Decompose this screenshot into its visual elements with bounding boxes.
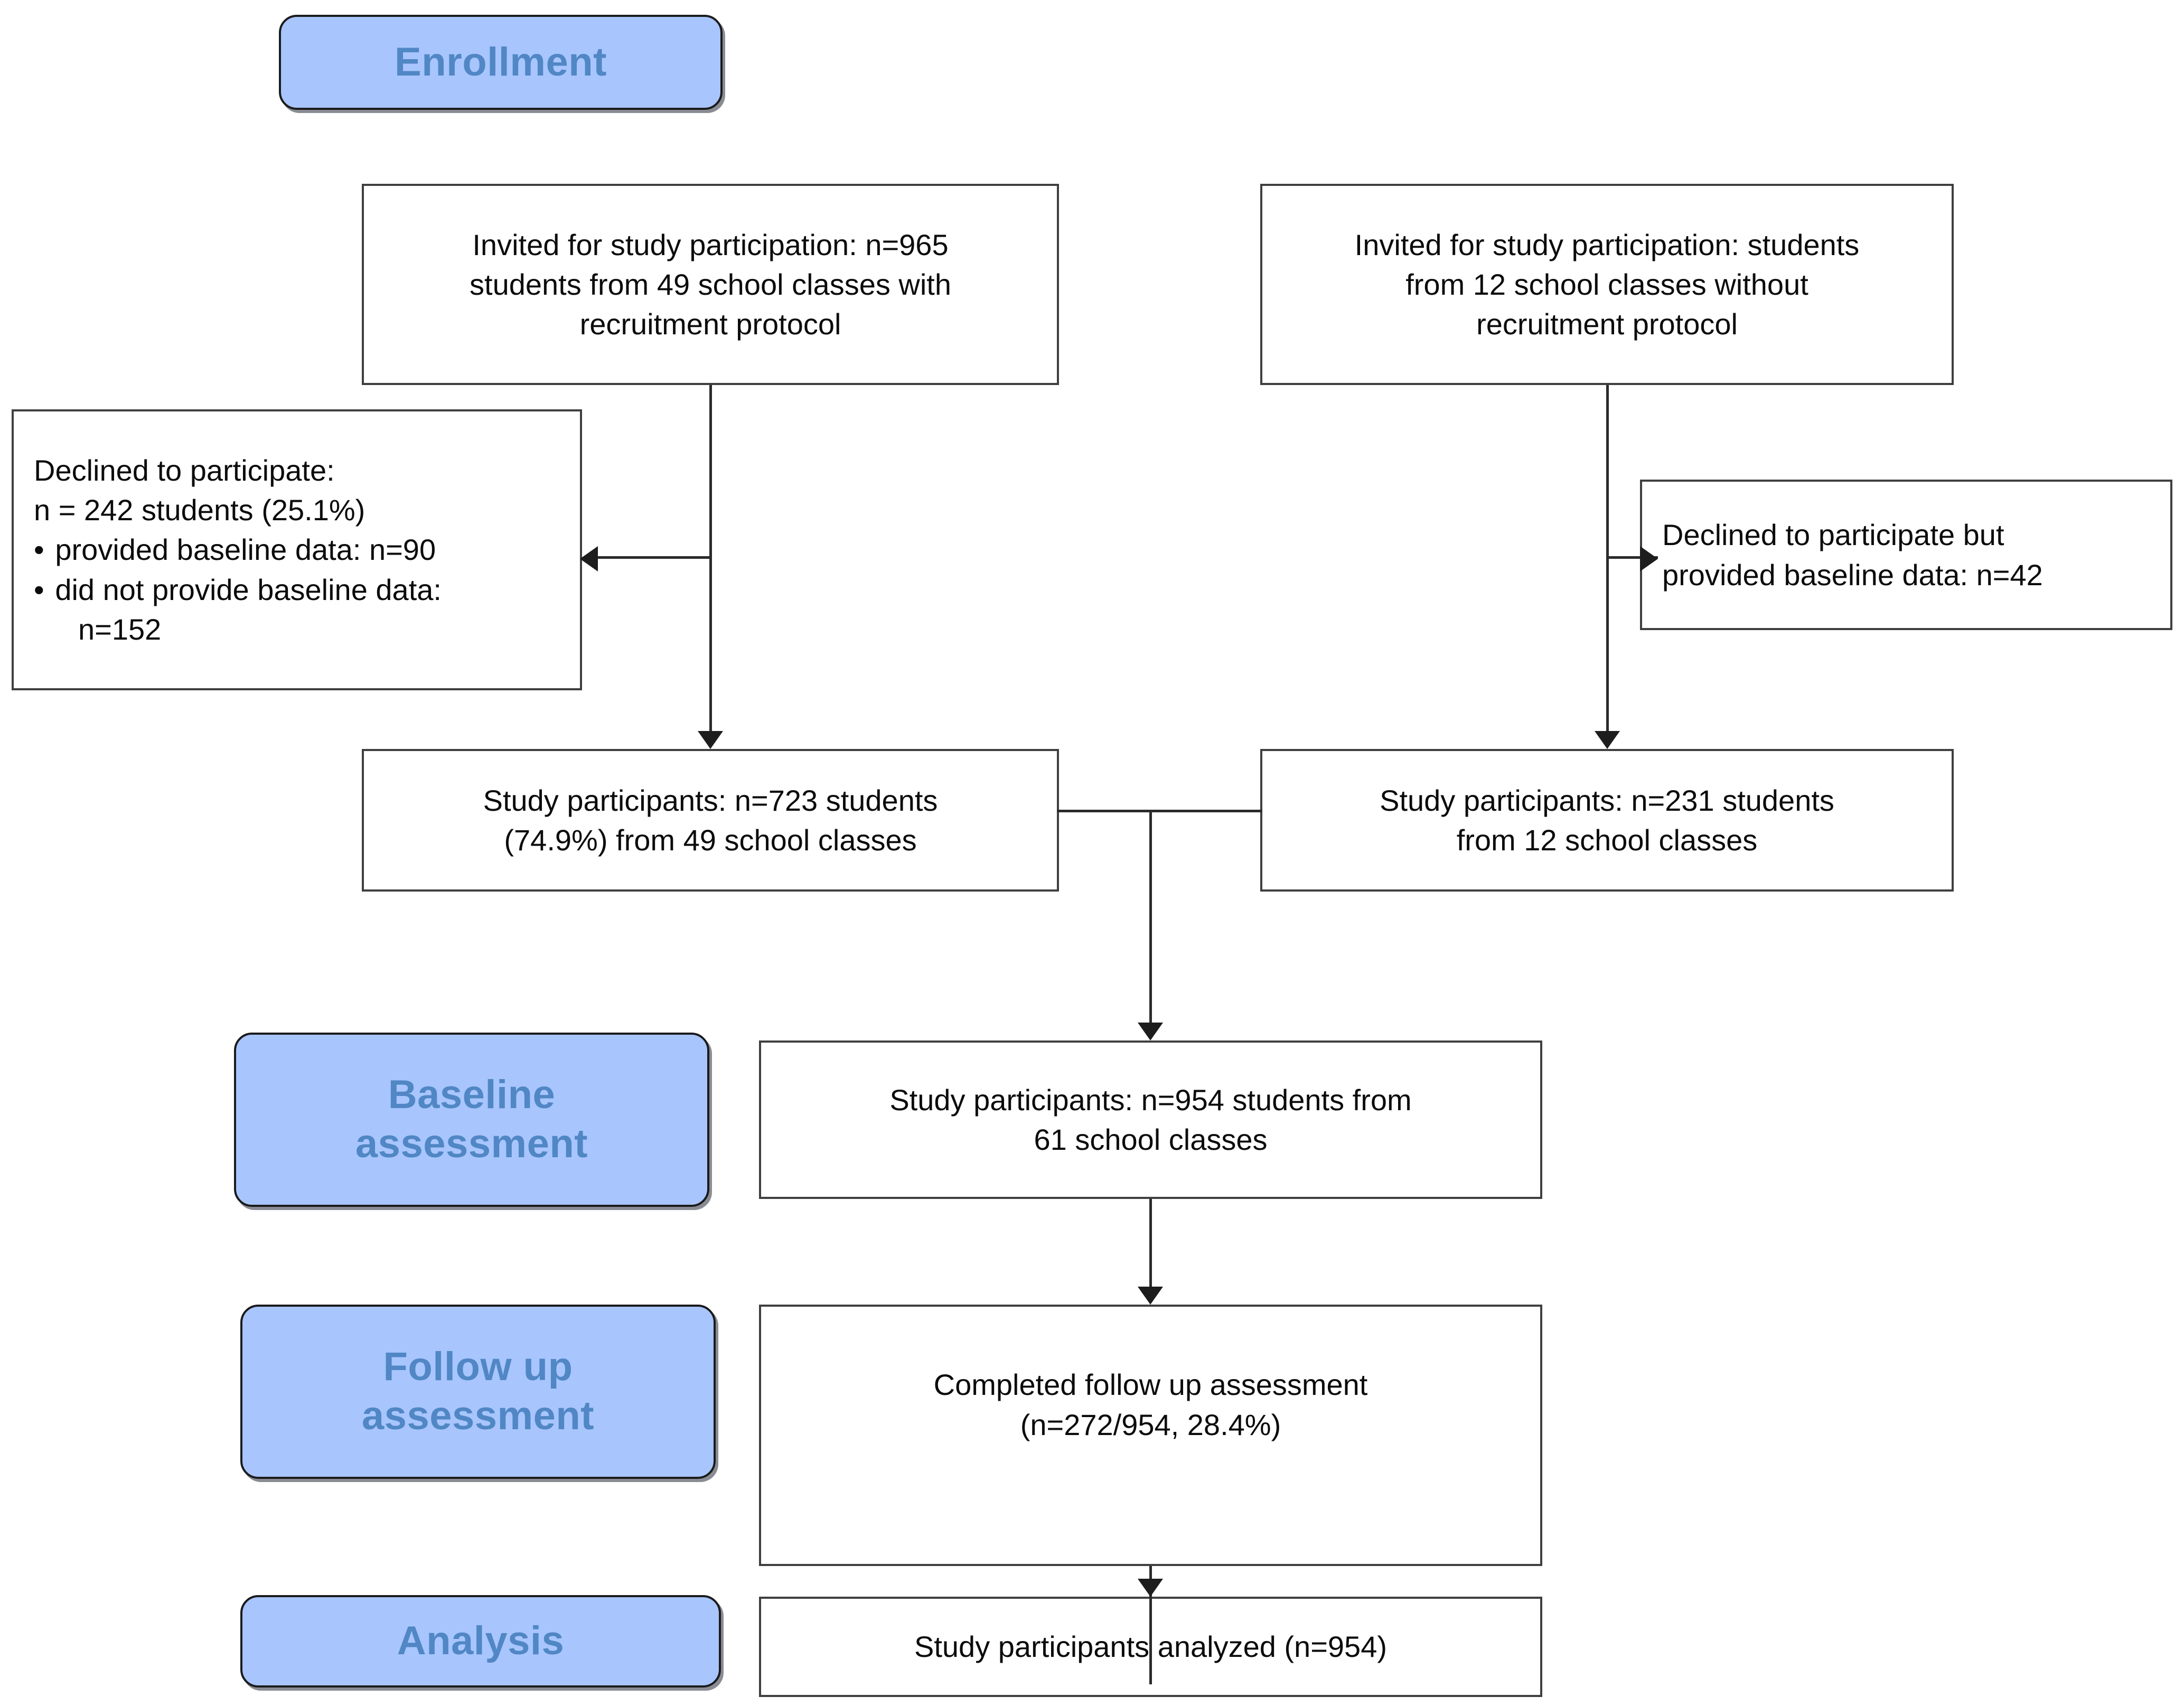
stage-label-followup-line2: assessment — [361, 1393, 595, 1438]
node-invited-with-protocol-text: Invited for study participation: n=965 s… — [364, 225, 1057, 344]
stage-label-followup-line1: Follow up — [383, 1344, 573, 1390]
declined-left-bullet-2: • did not provide baseline data: — [34, 570, 570, 610]
stage-label-baseline-line1: Baseline — [388, 1072, 556, 1118]
bullet-dot-icon: • — [34, 533, 44, 567]
node-participants-left: Study participants: n=723 students (74.9… — [362, 749, 1059, 892]
invited-with-protocol-line3: recruitment protocol — [579, 307, 841, 341]
node-completed-followup: Completed follow up assessment (n=272/95… — [759, 1305, 1542, 1566]
node-participants-total: Study participants: n=954 students from … — [759, 1041, 1542, 1199]
completed-followup-line2: (n=272/954, 28.4%) — [1020, 1408, 1281, 1441]
connector-merge-horizontal — [1057, 810, 1262, 812]
participants-total-line2: 61 school classes — [1034, 1123, 1268, 1156]
completed-followup-line1: Completed follow up assessment — [933, 1368, 1368, 1402]
invited-without-protocol-line1: Invited for study participation: student… — [1354, 228, 1860, 261]
declined-left-bullet-2-cont: n=152 — [78, 612, 162, 646]
invited-with-protocol-line1: Invited for study participation: n=965 — [472, 228, 949, 261]
connector-total-to-followup — [1149, 1199, 1152, 1289]
stage-label-enrollment-text: Enrollment — [395, 39, 607, 85]
participants-right-line1: Study participants: n=231 students — [1380, 783, 1834, 817]
node-declined-left: Declined to participate: n = 242 student… — [12, 409, 582, 690]
node-participants-total-text: Study participants: n=954 students from … — [761, 1080, 1540, 1159]
node-declined-left-text: Declined to participate: n = 242 student… — [14, 451, 580, 649]
declined-right-line1: Declined to participate but — [1662, 518, 2004, 552]
arrow-down-to-participants-right — [1595, 731, 1620, 749]
connector-to-declined-right — [1607, 556, 1658, 559]
invited-without-protocol-line3: recruitment protocol — [1476, 307, 1738, 341]
participants-left-line2: (74.9%) from 49 school classes — [504, 823, 917, 857]
connector-merge-down-to-total — [1149, 810, 1152, 1023]
node-participants-right-text: Study participants: n=231 students from … — [1262, 781, 1952, 860]
invited-with-protocol-line2: students from 49 school classes with — [470, 267, 951, 301]
invited-without-protocol-line2: from 12 school classes without — [1405, 267, 1808, 301]
participants-right-line2: from 12 school classes — [1456, 823, 1758, 857]
arrow-down-to-participants-total — [1138, 1023, 1163, 1041]
declined-left-line2: n = 242 students (25.1%) — [34, 493, 365, 527]
node-declined-right-text: Declined to participate but provided bas… — [1642, 515, 2170, 594]
connector-followup-to-analysis — [1149, 1566, 1152, 1684]
participants-left-line1: Study participants: n=723 students — [483, 783, 938, 817]
node-participants-right: Study participants: n=231 students from … — [1260, 749, 1954, 892]
arrow-right-to-declined-right — [1640, 546, 1658, 571]
stage-label-baseline-assessment: Baseline assessment — [234, 1033, 709, 1207]
arrow-down-to-participants-analyzed — [1138, 1579, 1163, 1597]
declined-left-line1: Declined to participate: — [34, 454, 335, 488]
arrow-left-to-declined-left — [580, 546, 598, 571]
node-completed-followup-text: Completed follow up assessment (n=272/95… — [761, 1365, 1540, 1444]
stage-label-follow-up-assessment: Follow up assessment — [240, 1305, 716, 1479]
stage-label-analysis-text: Analysis — [397, 1618, 565, 1664]
stage-label-analysis: Analysis — [240, 1595, 721, 1688]
declined-right-line2: provided baseline data: n=42 — [1662, 558, 2043, 592]
participants-total-line1: Study participants: n=954 students from — [889, 1083, 1412, 1117]
bullet-dot-icon: • — [34, 573, 44, 606]
node-invited-with-protocol: Invited for study participation: n=965 s… — [362, 184, 1059, 385]
arrow-down-to-participants-left — [698, 731, 723, 749]
declined-left-bullet-1-text: provided baseline data: n=90 — [55, 533, 436, 567]
stage-label-enrollment: Enrollment — [279, 15, 723, 110]
node-declined-right: Declined to participate but provided bas… — [1640, 480, 2172, 630]
stage-label-baseline-line2: assessment — [355, 1121, 588, 1166]
node-participants-left-text: Study participants: n=723 students (74.9… — [364, 781, 1057, 860]
declined-left-bullet-2-text: did not provide baseline data: — [55, 573, 442, 606]
declined-left-bullet-1: • provided baseline data: n=90 — [34, 530, 570, 569]
connector-to-declined-left — [598, 556, 711, 559]
node-invited-without-protocol-text: Invited for study participation: student… — [1262, 225, 1952, 344]
arrow-down-to-completed-followup — [1138, 1287, 1163, 1305]
node-invited-without-protocol: Invited for study participation: student… — [1260, 184, 1954, 385]
